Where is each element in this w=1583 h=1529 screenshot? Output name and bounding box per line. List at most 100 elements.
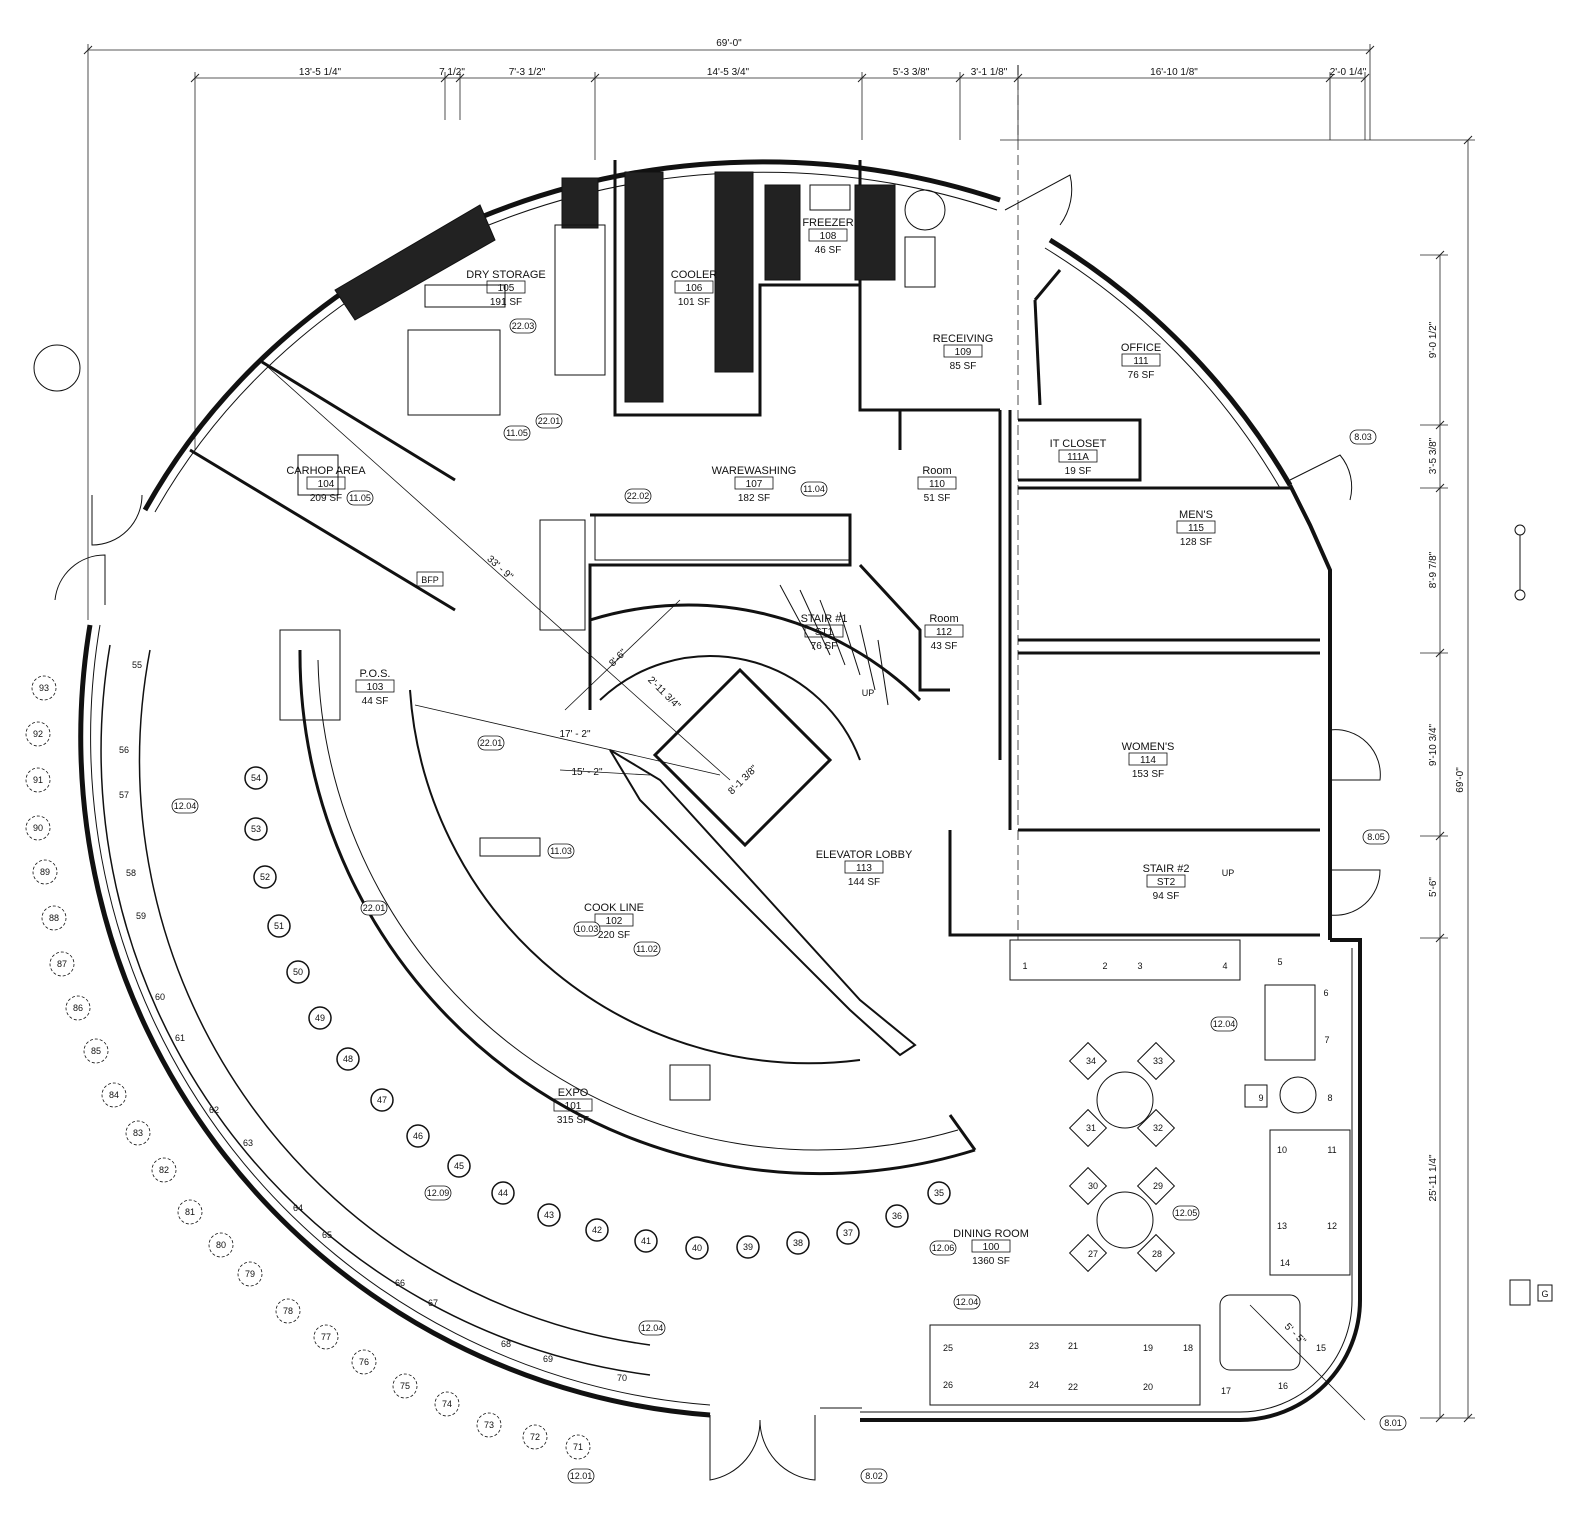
stool: [836, 1221, 860, 1245]
seat-number: 92: [33, 729, 43, 739]
room-number-box: [674, 280, 714, 294]
seat-number: 15: [1316, 1343, 1326, 1353]
room-number-box: [924, 624, 964, 638]
keynote-tag: 12.01: [567, 1468, 595, 1484]
keynote-text: 11.05: [349, 493, 371, 503]
room-area: 43 SF: [931, 641, 958, 652]
seat-number: 84: [109, 1090, 119, 1100]
dim-top-1: 13'-5 1/4": [299, 67, 342, 78]
dim-right-4: 9'-10 3/4": [1428, 723, 1439, 766]
seat-number: 88: [49, 913, 59, 923]
keynote-text: 12.04: [641, 1323, 664, 1333]
room-name: IT CLOSET: [1050, 438, 1107, 450]
seat-number: 18: [1183, 1343, 1193, 1353]
keynote-text: 11.04: [803, 484, 825, 494]
room-name: FREEZER: [802, 217, 853, 229]
seat-number: 6: [1323, 988, 1328, 998]
room-name: CARHOP AREA: [286, 465, 366, 477]
interior-dims: [259, 359, 1366, 1421]
expo-arcs: [298, 649, 977, 1176]
seat-number: 9: [1258, 1093, 1263, 1103]
seat-number: 90: [33, 823, 43, 833]
equipment: [33, 184, 1351, 1406]
room-area: 128 SF: [1180, 537, 1212, 548]
seat-number: 93: [39, 683, 49, 693]
room-number-box: [734, 476, 774, 490]
legend-symbol: [1509, 524, 1553, 1306]
room-area: 182 SF: [738, 493, 770, 504]
keynote-tag: 22.01: [477, 735, 505, 751]
seat-number: 38: [793, 1238, 803, 1248]
dim-right-5: 5'-6": [1428, 877, 1439, 897]
seat-number: 54: [251, 773, 261, 783]
seat-number: 74: [442, 1399, 452, 1409]
patio-seat: [31, 675, 57, 701]
seat-number: 79: [245, 1269, 255, 1279]
seat-number: 36: [892, 1211, 902, 1221]
dim-right-1: 9'-0 1/2": [1428, 321, 1439, 358]
keynote-text: 12.09: [427, 1188, 450, 1198]
keynote-tag: 12.09: [424, 1185, 452, 1201]
dim-right-3: 8'-9 7/8": [1428, 551, 1439, 588]
exterior-walls: [78, 65, 1362, 1422]
seat-number: 34: [1086, 1056, 1096, 1066]
keynote-text: 22.01: [363, 903, 386, 913]
room-number-box: [844, 860, 884, 874]
shelving: [334, 171, 896, 403]
room-number-box: [553, 1098, 593, 1112]
room-number-box: [971, 1239, 1011, 1253]
keynote-text: 22.01: [538, 416, 561, 426]
patio-seat: [83, 1038, 109, 1064]
seat-number: 24: [1029, 1380, 1039, 1390]
keynote-tag: 12.04: [1210, 1016, 1238, 1032]
keynote-tag: 22.03: [509, 318, 537, 334]
room-number: 114: [1140, 755, 1156, 766]
seat-number: 20: [1143, 1382, 1153, 1392]
keynote-text: 11.03: [550, 846, 572, 856]
room-number: 108: [820, 231, 837, 242]
seat-number: 25: [943, 1343, 953, 1353]
room-number: 112: [936, 627, 952, 638]
keynote-tag: 11.05: [503, 425, 531, 441]
room-number-box: [306, 476, 346, 490]
seat-number: 48: [343, 1054, 353, 1064]
seat-number: 11: [1327, 1145, 1336, 1155]
room-number-box: [1121, 353, 1161, 367]
stool: [244, 817, 268, 841]
dim-top-3: 7'-3 1/2": [509, 67, 546, 78]
room-name: STAIR #1: [801, 613, 848, 625]
seat-number: 5: [1277, 957, 1282, 967]
room-number: 102: [606, 916, 623, 927]
dim-right-overall: 69'-0": [1455, 767, 1466, 793]
keynote-text: 8.03: [1354, 432, 1372, 442]
patio-seat: [177, 1199, 203, 1225]
seat-number: 91: [33, 775, 43, 785]
keynote-tag: 12.04: [171, 798, 199, 814]
seat-number: 77: [321, 1332, 331, 1342]
dim-top-4: 14'-5 3/4": [707, 67, 750, 78]
room-area: 209 SF: [310, 493, 342, 504]
room-number: ST1: [815, 627, 834, 638]
patio-seat: [313, 1324, 339, 1350]
keynote-text: 11.02: [636, 944, 658, 954]
keynote-tag: 10.03: [573, 921, 601, 937]
dim-interior-1: 33' - 9": [484, 554, 515, 583]
room-name: STAIR #2: [1143, 863, 1190, 875]
stool: [491, 1181, 515, 1205]
room-number: 103: [367, 682, 384, 693]
room-area: 76 SF: [1128, 370, 1155, 381]
seat-number: 31: [1086, 1123, 1096, 1133]
seat-number: 61: [175, 1033, 185, 1043]
seat-number: 63: [243, 1138, 253, 1148]
room-number: 107: [746, 479, 763, 490]
seat-number: 83: [133, 1128, 143, 1138]
seat-number: 33: [1153, 1056, 1163, 1066]
dim-top-6: 3'-1 1/8": [971, 67, 1008, 78]
